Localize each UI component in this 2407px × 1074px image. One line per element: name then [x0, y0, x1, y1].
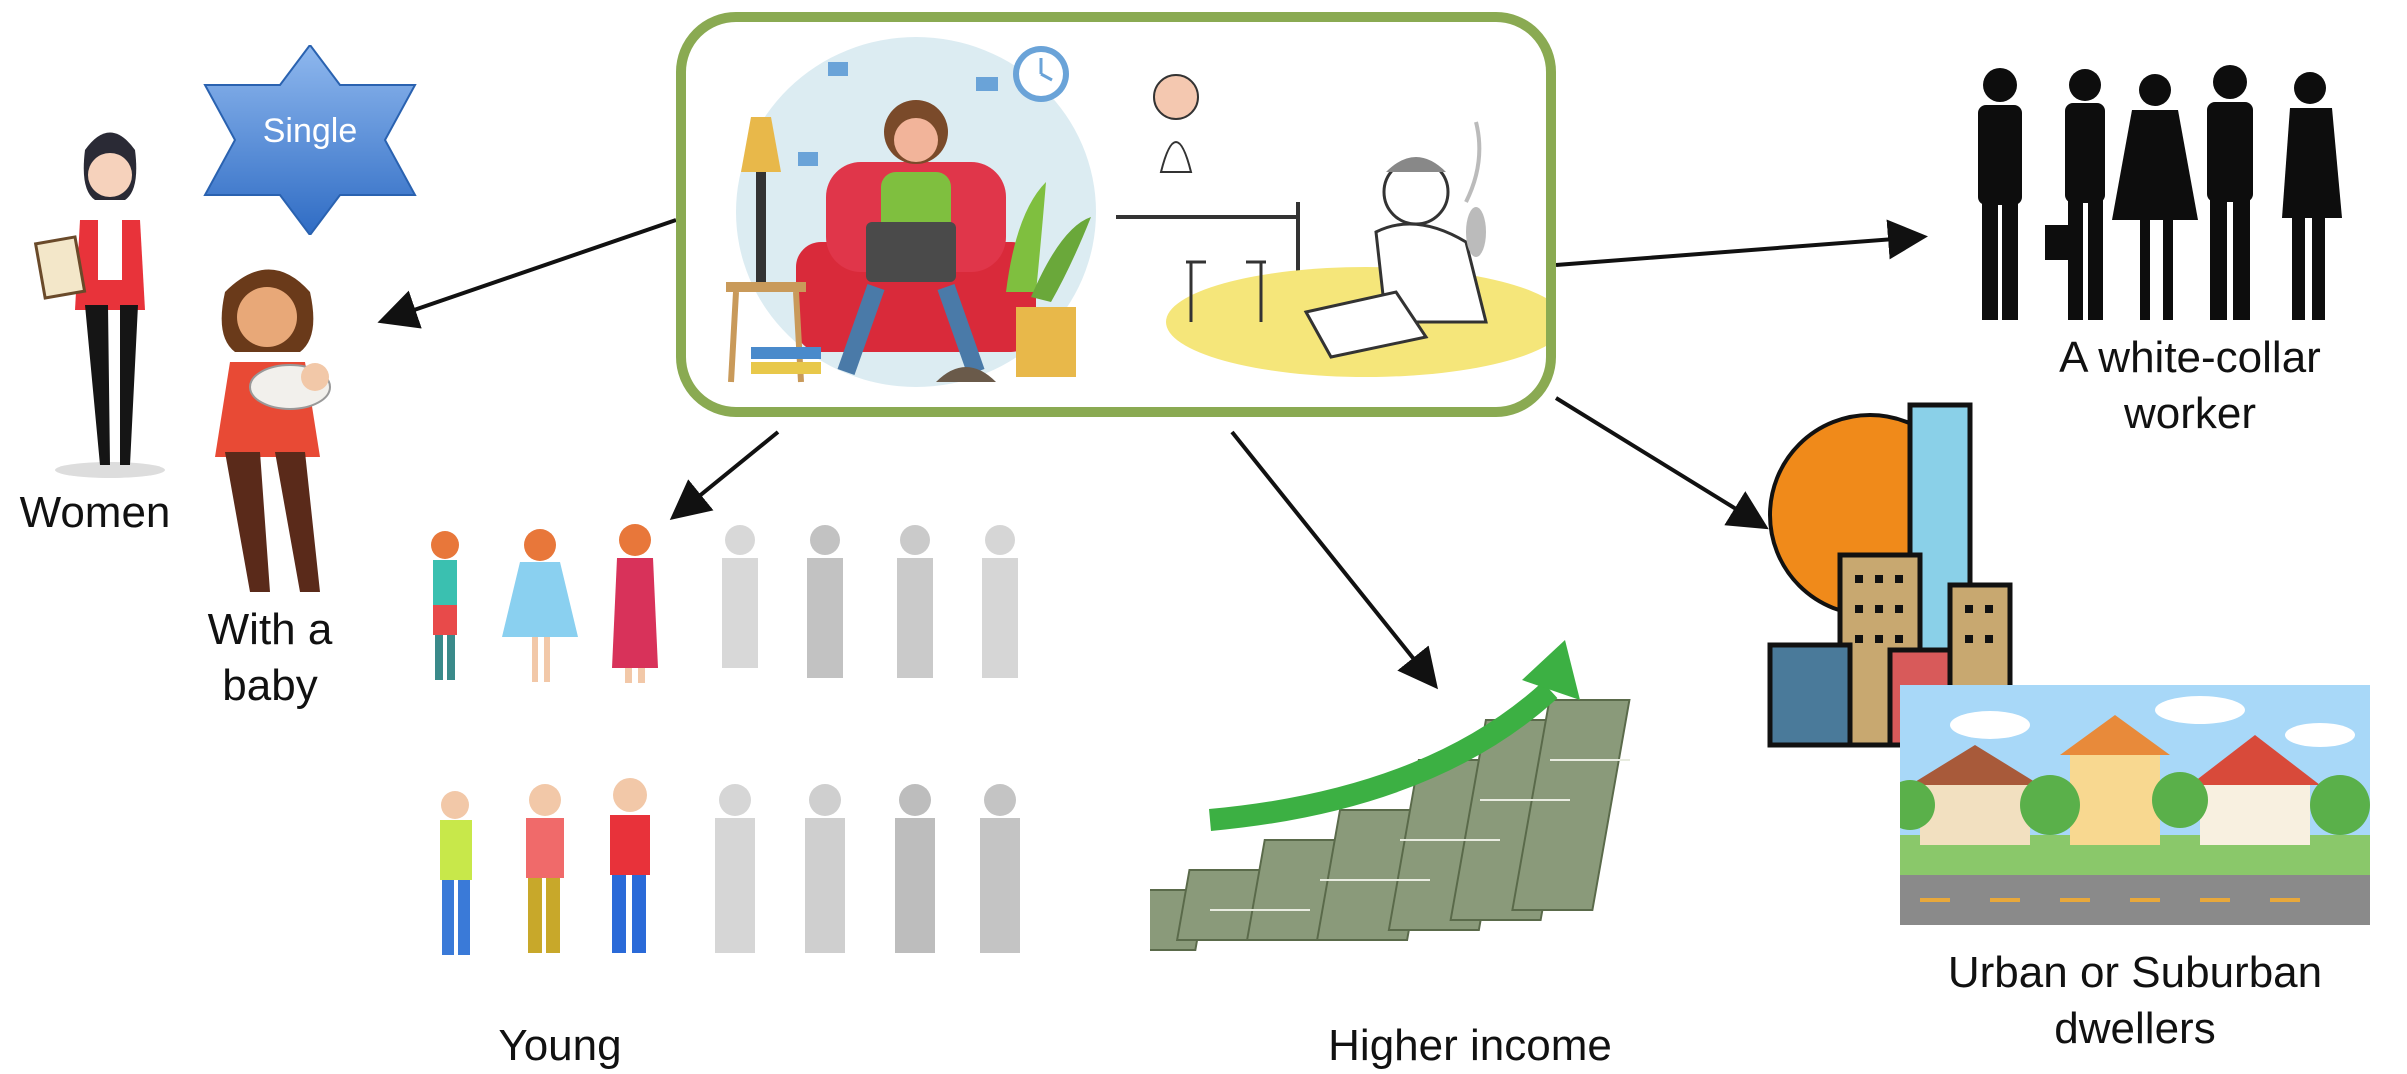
remote-work-illustration	[726, 37, 1546, 387]
men-row	[440, 778, 1020, 955]
young-label: Young	[498, 1021, 622, 1070]
arrow-to-urban	[1554, 396, 1769, 530]
urban-label-line1: Urban or Suburban	[1947, 948, 2323, 997]
baby-label-line2: baby	[222, 661, 318, 710]
money-stacks-illustration	[1150, 640, 1631, 951]
arrow-to-worker	[1555, 219, 1928, 267]
single-star	[203, 45, 417, 235]
businesswoman-figure	[33, 132, 165, 478]
mother-with-baby-figure	[215, 269, 331, 592]
worker-label-line2: worker	[2123, 389, 2257, 438]
urban-label-line2: dwellers	[2054, 1004, 2216, 1053]
arrow-to-women	[377, 218, 677, 329]
single-label: Single	[262, 112, 358, 150]
arrow-to-income	[1230, 430, 1439, 690]
age-groups-people-illustration	[431, 524, 1020, 955]
center-hub-box	[676, 12, 1556, 417]
women-label: Women	[19, 488, 171, 537]
white-collar-silhouettes	[1978, 65, 2342, 320]
income-label: Higher income	[1328, 1021, 1612, 1070]
women-row	[431, 524, 1018, 683]
worker-label-line1: A white-collar	[2059, 333, 2321, 382]
suburban-houses-illustration	[1900, 685, 2370, 925]
arrow-to-young	[669, 430, 780, 521]
city-buildings-illustration	[1767, 402, 2013, 748]
baby-label-line1: With a	[207, 605, 333, 654]
